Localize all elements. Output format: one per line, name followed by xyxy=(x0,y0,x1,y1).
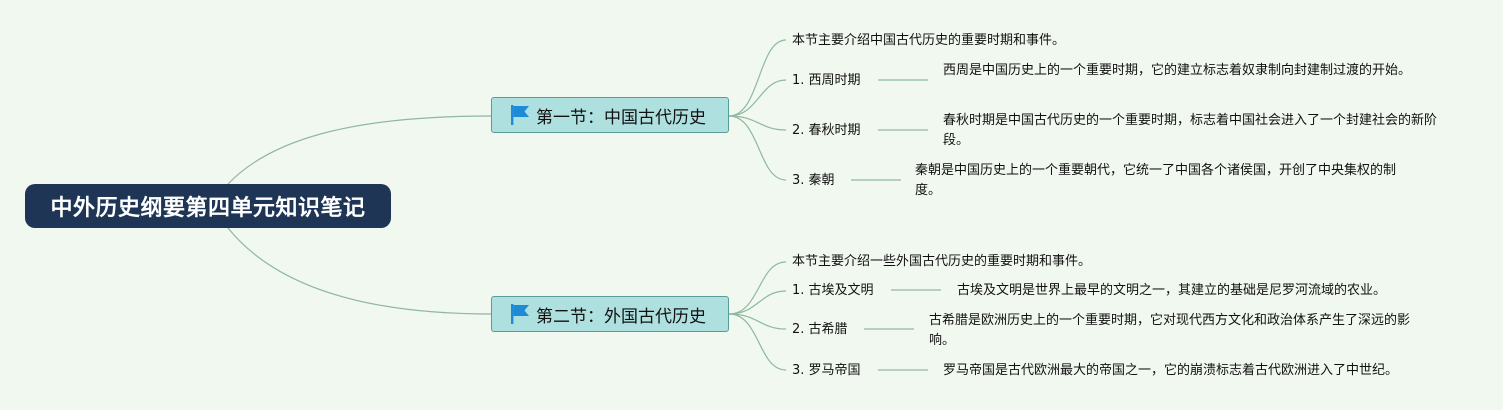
section-1-item-1-desc[interactable]: 西周是中国历史上的一个重要时期，它的建立标志着奴隶制向封建制过渡的开始。 xyxy=(943,63,1412,78)
section-2-item-1-desc[interactable]: 古埃及文明是世界上最早的文明之一，其建立的基础是尼罗河流域的农业。 xyxy=(957,283,1387,298)
section-topic-2[interactable]: 第二节：外国古代历史 xyxy=(491,296,729,332)
section-1-intro[interactable]: 本节主要介绍中国古代历史的重要时期和事件。 xyxy=(792,33,1066,48)
flag-icon xyxy=(511,105,529,125)
connector-s1-item-2 xyxy=(728,115,787,131)
section-1-item-2-desc[interactable]: 春秋时期是中国古代历史的一个重要时期，标志着中国社会进入了一个封建社会的新阶段。 xyxy=(943,113,1438,148)
section-2-item-3-desc[interactable]: 罗马帝国是古代欧洲最大的帝国之一，它的崩溃标志着古代欧洲进入了中世纪。 xyxy=(943,363,1399,378)
section-topic-1-label: 第一节：中国古代历史 xyxy=(536,107,706,128)
connector-root-section-1 xyxy=(227,115,492,185)
section-2-item-2[interactable]: 2. 古希腊 xyxy=(792,322,848,337)
section-2-item-1[interactable]: 1. 古埃及文明 xyxy=(792,283,874,298)
connector-root-section-2 xyxy=(227,227,492,315)
connector-s1-item-3 xyxy=(728,115,787,181)
connector-s2-item-3 xyxy=(728,313,787,371)
section-topic-2-label: 第二节：外国古代历史 xyxy=(536,306,706,327)
section-1-item-1[interactable]: 1. 西周时期 xyxy=(792,73,861,88)
connector-s2-item-2 xyxy=(728,313,787,330)
section-2-item-3[interactable]: 3. 罗马帝国 xyxy=(792,363,861,378)
section-1-item-3[interactable]: 3. 秦朝 xyxy=(792,173,835,188)
connector-s2-intro xyxy=(728,261,787,315)
connector-s1-item-1 xyxy=(728,79,787,117)
section-1-item-2[interactable]: 2. 春秋时期 xyxy=(792,123,861,138)
connector-s1-intro xyxy=(728,39,787,117)
section-topic-1[interactable]: 第一节：中国古代历史 xyxy=(491,97,729,133)
section-2-item-2-desc[interactable]: 古希腊是欧洲历史上的一个重要时期，它对现代西方文化和政治体系产生了深远的影响。 xyxy=(929,313,1411,348)
section-2-intro[interactable]: 本节主要介绍一些外国古代历史的重要时期和事件。 xyxy=(792,254,1092,269)
section-1-item-3-desc[interactable]: 秦朝是中国历史上的一个重要朝代，它统一了中国各个诸侯国，开创了中央集权的制度。 xyxy=(915,163,1397,198)
flag-icon xyxy=(511,304,529,324)
connector-s2-item-1 xyxy=(728,290,787,315)
root-topic-label: 中外历史纲要第四单元知识笔记 xyxy=(50,196,366,221)
root-topic[interactable]: 中外历史纲要第四单元知识笔记 xyxy=(25,184,391,228)
